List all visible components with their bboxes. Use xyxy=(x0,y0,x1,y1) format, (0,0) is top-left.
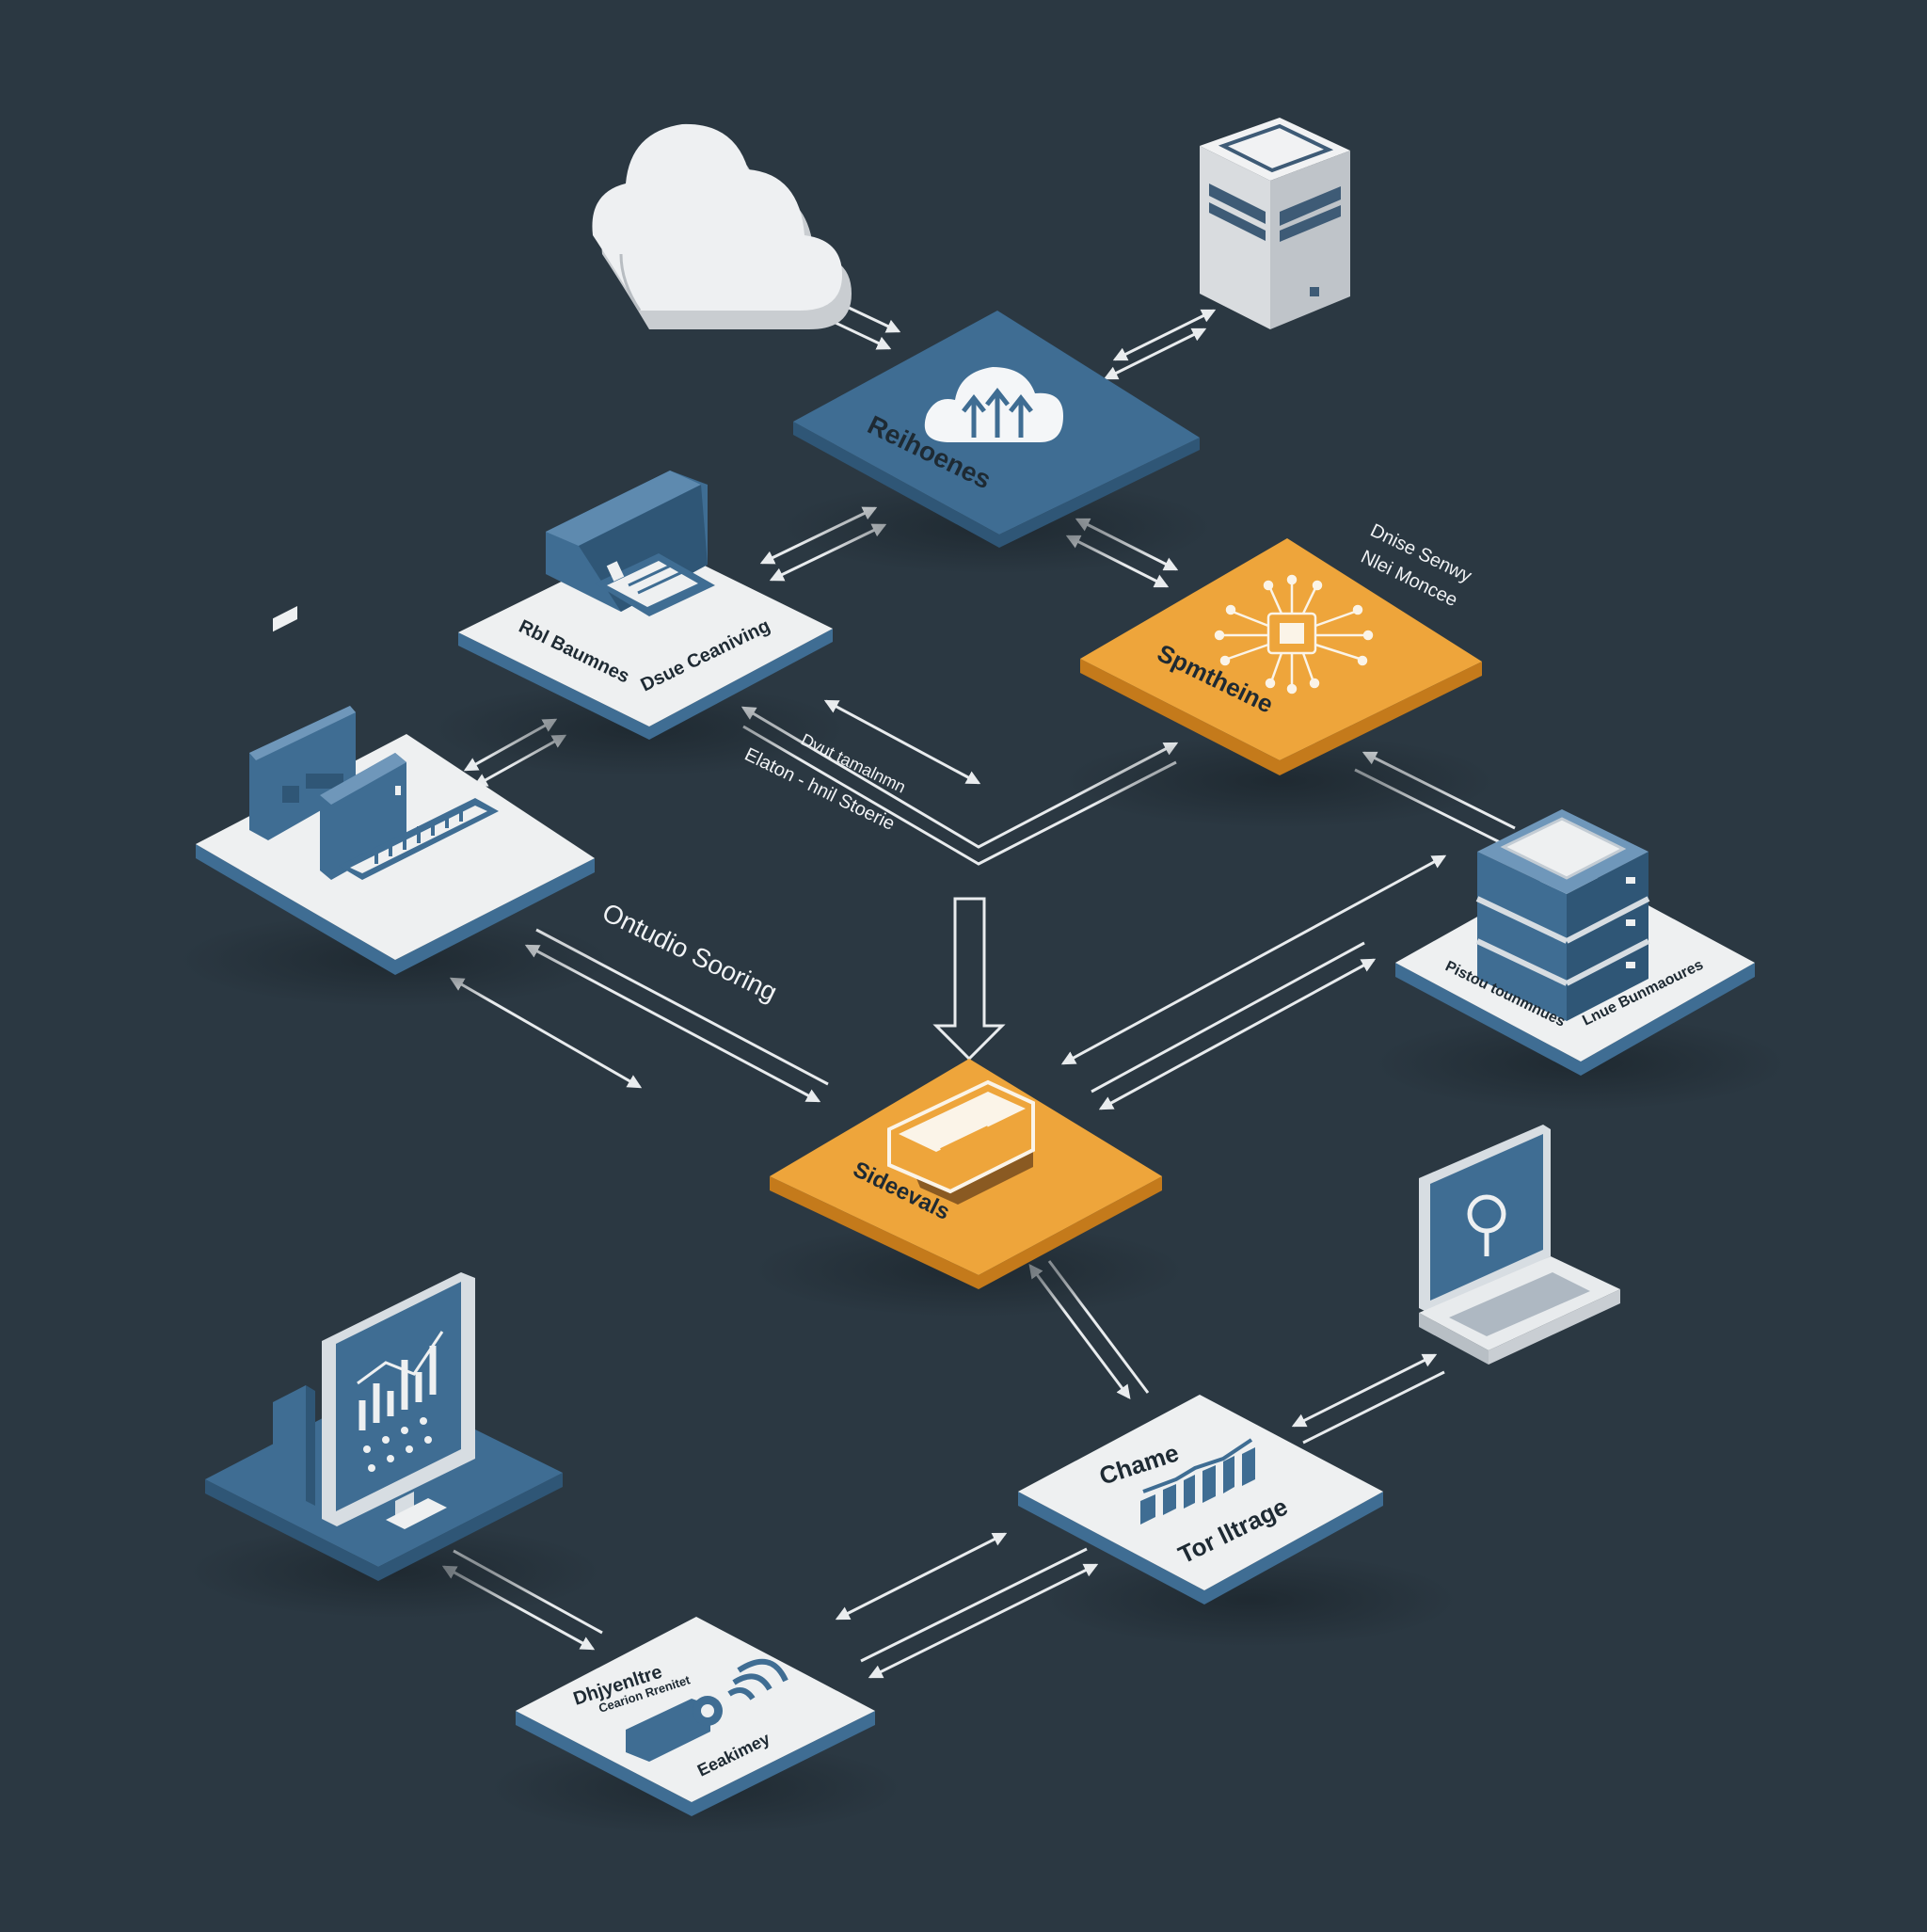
printer-node-tile[interactable]: Rbl Baumnes Dsue Ceaniving xyxy=(458,471,833,740)
flow-annotation-middle: Ontudio Sooring xyxy=(597,898,781,1008)
bar-chart-icon xyxy=(1140,1438,1255,1525)
arrow-database-storage xyxy=(1060,854,1447,1110)
dashboard-workstation-icon xyxy=(249,605,499,880)
cloud-icon[interactable] xyxy=(592,123,852,329)
cloud-upload-icon xyxy=(924,367,1063,442)
arrow-down-storage xyxy=(932,897,1006,1062)
monitor-node-tile[interactable] xyxy=(205,1272,563,1581)
wireless-device-icon xyxy=(626,1658,788,1762)
wireless-node-tile[interactable]: Dhjyenltre Cearion Rrenitet Eeakimey xyxy=(516,1617,875,1816)
server-tower-icon[interactable] xyxy=(1200,118,1350,329)
analytics-monitor-icon xyxy=(273,1272,475,1529)
arrow-chart-laptop xyxy=(1291,1353,1445,1445)
storage-hub-tile[interactable]: Sideevals xyxy=(770,1059,1162,1289)
flow-annotation-upper-2: Elaton - hnil Stoerie xyxy=(741,744,899,835)
laptop-icon[interactable] xyxy=(1419,1125,1620,1365)
folder-stack-icon xyxy=(887,1079,1035,1205)
arrow-server-hub xyxy=(1103,309,1217,380)
database-stack-icon xyxy=(1475,809,1650,1021)
processor-node-tile[interactable]: Spmtheine Dnise Senwy Nlei Moncee xyxy=(1080,520,1482,775)
chart-node-tile[interactable]: Chame Tor lltrage xyxy=(1018,1395,1383,1605)
cpu-chip-icon xyxy=(1214,574,1374,695)
printer-icon xyxy=(546,471,715,616)
central-hub-tile[interactable]: Reihoenes xyxy=(793,311,1200,548)
workstation-node-tile[interactable] xyxy=(196,605,595,975)
